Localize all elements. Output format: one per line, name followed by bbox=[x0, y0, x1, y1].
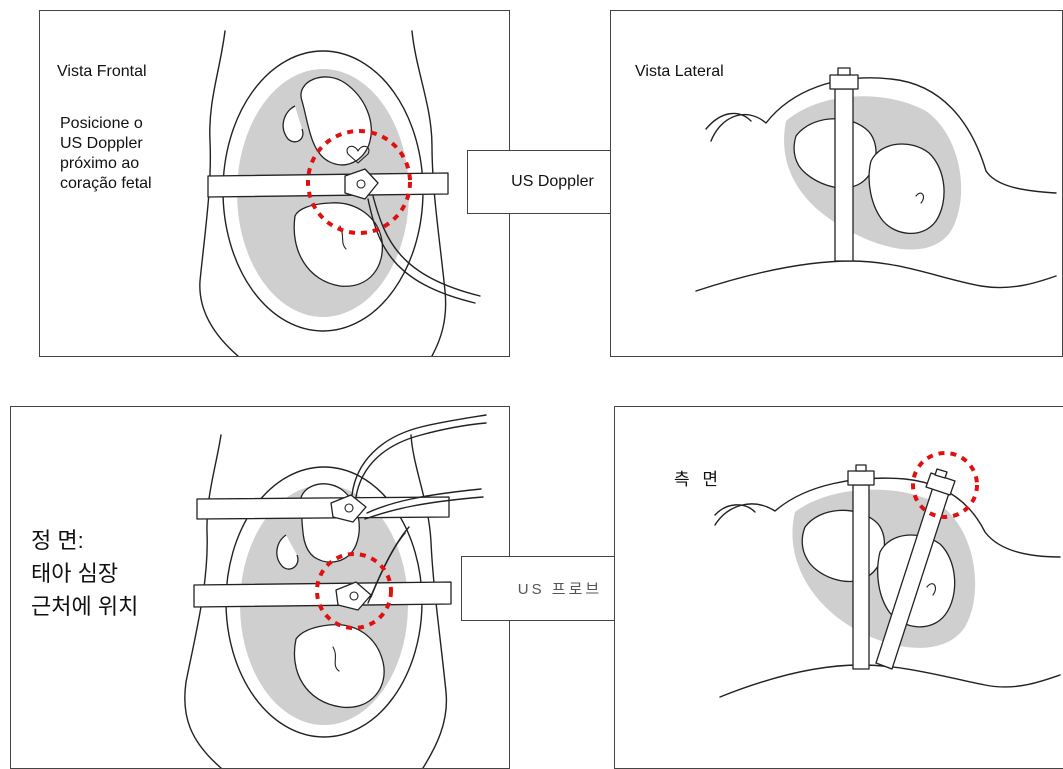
bottom-front-line-1: 정 면: bbox=[31, 523, 84, 555]
top-lateral-title: Vista Lateral bbox=[635, 63, 724, 81]
top-front-panel: Vista Frontal Posicione o US Doppler pró… bbox=[39, 10, 510, 357]
top-front-instruction-1: Posicione o bbox=[60, 115, 143, 133]
top-lateral-panel: Vista Lateral bbox=[610, 10, 1063, 357]
bottom-lateral-illustration bbox=[615, 407, 1063, 768]
bottom-front-panel: 정 면: 태아 심장 근처에 위치 bbox=[10, 406, 510, 769]
top-front-title: Vista Frontal bbox=[57, 63, 147, 81]
bottom-front-line-3: 근처에 위치 bbox=[31, 589, 138, 621]
bottom-lateral-title: 측 면 bbox=[674, 465, 722, 490]
bottom-lateral-panel: 측 면 bbox=[614, 406, 1063, 769]
top-callout-label: US Doppler bbox=[511, 173, 594, 191]
top-front-instruction-2: US Doppler bbox=[60, 135, 143, 153]
top-front-instruction-4: coração fetal bbox=[60, 175, 152, 193]
bottom-callout-label: US 프로브 bbox=[518, 578, 602, 599]
bottom-front-line-2: 태아 심장 bbox=[31, 556, 118, 588]
top-front-instruction-3: próximo ao bbox=[60, 155, 139, 173]
